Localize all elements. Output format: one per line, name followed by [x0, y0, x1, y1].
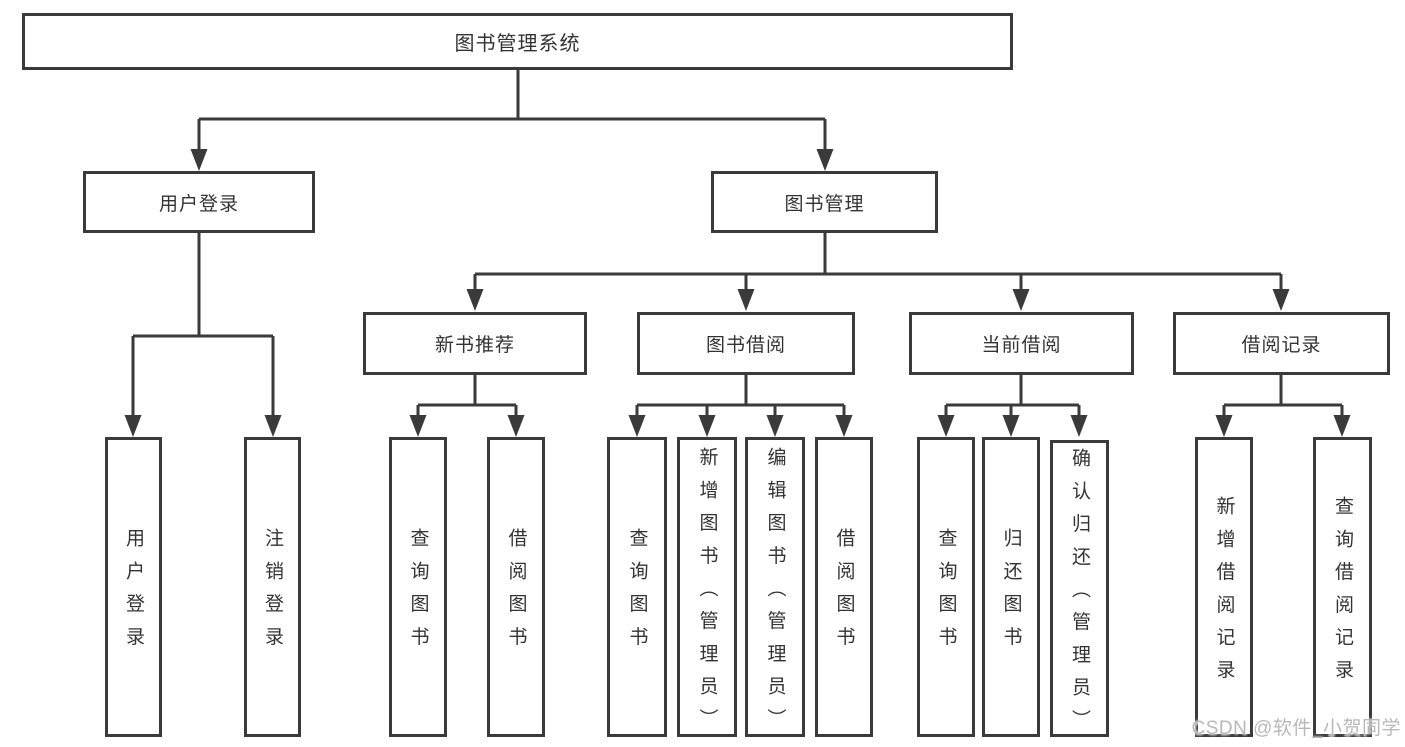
leaf-borrow-books-recommend: 借阅图书: [487, 437, 545, 737]
node-user-login: 用户登录: [83, 171, 315, 233]
node-label: 新增图书（管理员）: [696, 446, 718, 741]
node-label: 图书管理系统: [454, 33, 581, 55]
node-label: 借阅记录: [1241, 335, 1322, 356]
node-label: 新增借阅记录: [1213, 495, 1235, 692]
node-label: 归还图书: [1000, 528, 1022, 660]
connector-book-management-to-level3: [466, 233, 1290, 311]
node-label: 查询图书: [935, 528, 957, 660]
watermark: CSDN @软件_小贺同学: [1191, 718, 1401, 739]
node-label: 借阅图书: [505, 528, 527, 660]
node-label: 查询借阅记录: [1332, 495, 1353, 692]
node-label: 图书借阅: [705, 335, 786, 356]
connector-borrowing-records-to-leaves: [1215, 375, 1351, 437]
node-label: 查询图书: [407, 528, 429, 660]
arrowhead: [466, 289, 484, 311]
arrowhead: [737, 289, 755, 311]
node-current-borrowing: 当前借阅: [909, 312, 1134, 375]
arrowhead: [1215, 415, 1233, 437]
connector-root-to-level2: [190, 70, 834, 171]
node-label: 用户登录: [123, 528, 144, 660]
node-label: 确认归还（管理员）: [1069, 448, 1090, 743]
node-label: 编辑图书（管理员）: [764, 446, 786, 741]
leaf-query-borrow-record: 查询借阅记录: [1313, 437, 1372, 737]
leaf-add-borrow-record: 新增借阅记录: [1195, 437, 1253, 737]
connector-book-borrowing-to-leaves: [628, 375, 853, 437]
arrowhead: [409, 415, 427, 437]
arrowhead: [628, 415, 646, 437]
arrowhead: [816, 149, 834, 171]
node-label: 图书管理: [784, 193, 865, 215]
node-label: 当前借阅: [981, 335, 1062, 356]
connector-current-borrowing-to-leaves: [937, 375, 1088, 437]
node-library-system: 图书管理系统: [22, 13, 1013, 70]
arrowhead: [937, 415, 955, 437]
arrowhead: [1012, 289, 1030, 311]
arrowhead: [1070, 415, 1088, 437]
leaf-add-books-admin: 新增图书（管理员）: [677, 437, 737, 741]
arrowhead: [835, 415, 853, 437]
leaf-return-books: 归还图书: [982, 437, 1040, 737]
node-book-borrowing: 图书借阅: [637, 312, 855, 375]
node-label: 借阅图书: [833, 528, 855, 660]
arrowhead: [766, 415, 784, 437]
arrowhead: [190, 149, 208, 171]
leaf-query-books-borrowing: 查询图书: [607, 437, 667, 737]
arrowhead: [1333, 415, 1351, 437]
connector-user-login-to-leaves: [124, 233, 282, 437]
arrowhead: [507, 415, 525, 437]
node-new-book-recommend: 新书推荐: [363, 312, 587, 375]
node-borrowing-records: 借阅记录: [1173, 312, 1390, 375]
leaf-query-books-current: 查询图书: [917, 437, 975, 737]
node-label: 查询图书: [626, 528, 648, 660]
leaf-query-books-recommend: 查询图书: [389, 437, 447, 737]
arrowhead: [1002, 415, 1020, 437]
leaf-user-login: 用户登录: [105, 437, 162, 737]
node-label: 新书推荐: [434, 335, 515, 356]
leaf-logout: 注销登录: [244, 437, 301, 737]
arrowhead: [124, 415, 142, 437]
node-label: 注销登录: [262, 528, 283, 660]
arrowhead: [698, 415, 716, 437]
leaf-edit-books-admin: 编辑图书（管理员）: [745, 437, 805, 741]
arrowhead: [264, 415, 282, 437]
node-label: 用户登录: [158, 193, 239, 215]
leaf-borrow-books-borrowing: 借阅图书: [815, 437, 873, 737]
leaf-confirm-return-admin: 确认归还（管理员）: [1050, 440, 1109, 742]
node-book-management: 图书管理: [711, 171, 938, 233]
connector-new-book-recommend-to-leaves: [409, 375, 525, 437]
arrowhead: [1272, 289, 1290, 311]
